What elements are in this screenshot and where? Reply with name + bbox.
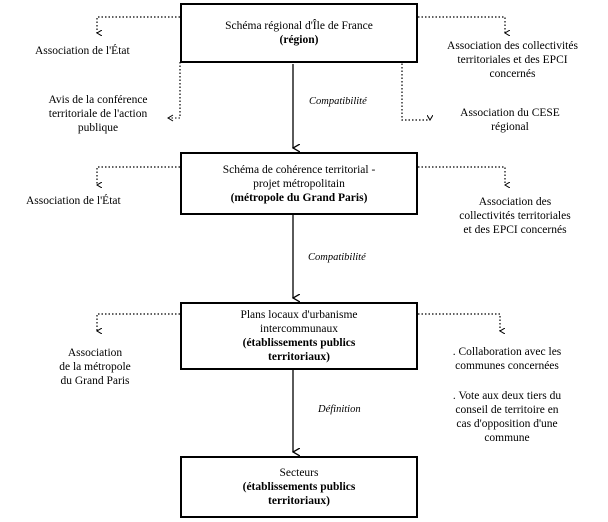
box-plui-owner-2: territoriaux) (268, 351, 330, 363)
label-assoc-etat-1: Association de l'État (35, 45, 130, 57)
branch-sdrif-assoc-etat (97, 16, 180, 33)
label-vote-deux-tiers: . Vote aux deux tiers du conseil de terr… (452, 390, 562, 444)
box-scot-title-1: Schéma de cohérence territorial - (222, 163, 376, 176)
box-sdrif-title: Schéma régional d'Île de France (225, 20, 373, 32)
label-assoc-metropole: Association de la métropole du Grand Par… (59, 347, 131, 387)
branch-plui-assoc-mgp (97, 313, 180, 331)
box-secteurs-title: Secteurs (279, 467, 319, 479)
box-plui-title-2: intercommunaux (260, 323, 338, 335)
box-plui-owner-1: (établissements publics (242, 337, 356, 349)
branch-scot-assoc-coll (418, 166, 505, 185)
branch-plui-collab (418, 313, 500, 331)
label-avis-conference: Avis de la conférence territoriale de l'… (48, 94, 148, 134)
box-plui-title-1: Plans locaux d'urbanisme (240, 309, 358, 321)
box-secteurs-owner-1: (établissements publics (242, 481, 356, 493)
label-assoc-etat-2: Association de l'État (26, 195, 121, 207)
branch-sdrif-assoc-coll (418, 16, 505, 33)
box-scot: Schéma de cohérence territorial - projet… (180, 152, 418, 215)
label-assoc-collectivites-1: Association des collectivités territoria… (447, 40, 578, 80)
relation-label-2: Compatibilité (308, 252, 366, 263)
label-collaboration-communes: . Collaboration avec les communes concer… (452, 346, 562, 372)
box-sdrif: Schéma régional d'Île de France (région) (180, 3, 418, 63)
relation-label-3: Définition (318, 404, 361, 415)
branch-scot-assoc-etat (97, 166, 180, 185)
box-sdrif-owner: (région) (279, 34, 319, 46)
box-secteurs: Secteurs (établissements publics territo… (180, 456, 418, 518)
label-assoc-cese: Association du CESE régional (460, 107, 560, 133)
relation-label-1: Compatibilité (309, 96, 367, 107)
box-scot-owner: (métropole du Grand Paris) (230, 191, 368, 204)
box-scot-title-2: projet métropolitain (253, 177, 345, 190)
box-plui: Plans locaux d'urbanisme intercommunaux … (180, 302, 418, 370)
label-assoc-collectivites-2: Association des collectivités territoria… (459, 196, 571, 236)
box-secteurs-owner-2: territoriaux) (268, 495, 330, 507)
